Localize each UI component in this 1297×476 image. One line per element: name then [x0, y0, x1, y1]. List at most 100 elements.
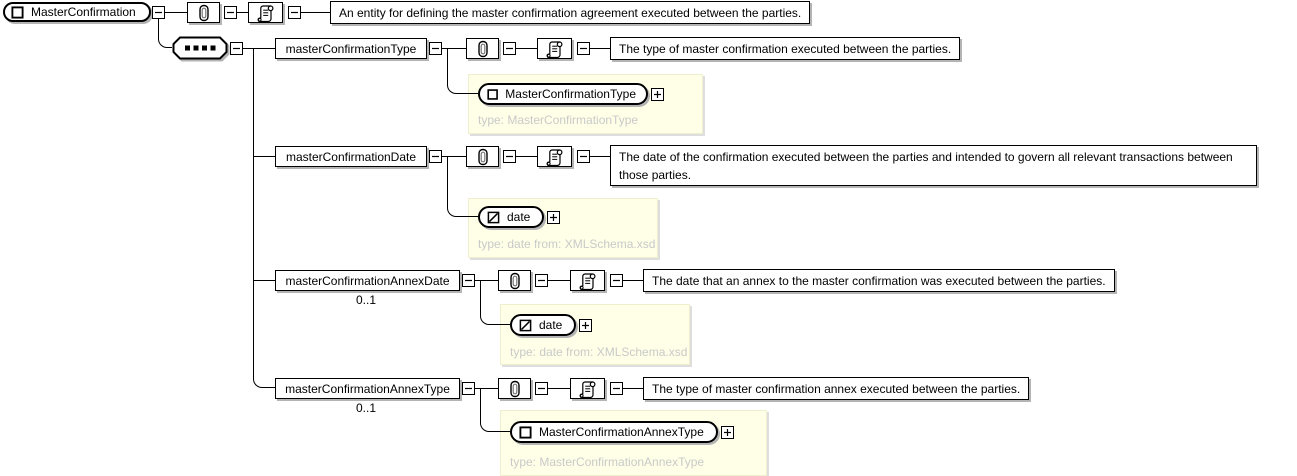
element-label: masterConfirmationDate	[285, 149, 417, 164]
annotation-icon-box	[537, 38, 572, 59]
connector-line	[165, 12, 187, 13]
collapse-button[interactable]	[462, 382, 475, 395]
connector-line	[590, 156, 610, 157]
expand-button[interactable]	[547, 211, 560, 224]
element-box-masterconfirmationannexdate[interactable]: masterConfirmationAnnexDate	[275, 270, 460, 291]
paperclip-icon	[196, 3, 212, 23]
connector-curve	[253, 370, 275, 388]
slashed-square-icon	[487, 211, 500, 224]
attributes-box	[466, 38, 499, 59]
annotation-text: The type of master confirmation executed…	[619, 41, 952, 56]
collapse-button[interactable]	[462, 274, 475, 287]
connector-line	[301, 12, 330, 13]
occurrence-label: 0..1	[356, 293, 377, 307]
annotation-text: An entity for defining the master confir…	[339, 5, 802, 20]
annotation-text: The date that an annex to the master con…	[652, 273, 1106, 288]
minus-icon	[578, 151, 589, 162]
minus-icon	[225, 7, 236, 18]
root-element-masterconfirmation[interactable]: MasterConfirmation	[3, 2, 151, 22]
collapse-attributes-button[interactable]	[535, 382, 548, 395]
root-element-label: MasterConfirmation	[31, 5, 136, 19]
type-caption: type: date from: XMLSchema.xsd	[510, 345, 688, 359]
plus-icon	[652, 89, 663, 100]
minus-icon	[578, 43, 589, 54]
minus-icon	[289, 7, 300, 18]
element-box-masterconfirmationtype[interactable]: masterConfirmationType	[275, 38, 427, 59]
minus-icon	[504, 151, 515, 162]
collapse-annotation-button[interactable]	[610, 274, 623, 287]
collapse-root-button[interactable]	[152, 6, 165, 19]
collapse-annotation-button[interactable]	[577, 42, 590, 55]
type-element-label: MasterConfirmationAnnexType	[539, 425, 704, 439]
connector-line	[623, 388, 643, 389]
element-box-masterconfirmationannextype[interactable]: masterConfirmationAnnexType	[275, 378, 460, 399]
collapse-attributes-button[interactable]	[224, 6, 237, 19]
type-element-label: date	[507, 210, 531, 224]
collapse-attributes-button[interactable]	[503, 42, 516, 55]
occurrence-label: 0..1	[356, 401, 377, 415]
collapse-attributes-button[interactable]	[503, 150, 516, 163]
type-element-date[interactable]: date	[510, 314, 576, 336]
connector-line	[623, 280, 643, 281]
scroll-icon	[545, 39, 565, 59]
collapse-sequence-button[interactable]	[230, 42, 243, 55]
collapse-button[interactable]	[429, 42, 442, 55]
type-caption: type: date from: XMLSchema.xsd	[478, 237, 656, 251]
connector-curve	[447, 48, 478, 94]
type-element-date[interactable]: date	[478, 206, 544, 228]
collapse-attributes-button[interactable]	[535, 274, 548, 287]
expand-button[interactable]	[651, 88, 664, 101]
minus-icon	[536, 383, 547, 394]
type-caption: type: MasterConfirmationAnnexType	[510, 455, 705, 469]
plus-icon	[548, 212, 559, 223]
connector-curve	[480, 388, 510, 432]
connector-curve	[447, 156, 478, 217]
plus-icon	[722, 427, 733, 438]
collapse-annotation-button[interactable]	[288, 6, 301, 19]
collapse-button[interactable]	[429, 150, 442, 163]
annotation-icon-box	[570, 270, 605, 291]
connector-line	[237, 12, 248, 13]
collapse-annotation-button[interactable]	[610, 382, 623, 395]
expand-button[interactable]	[721, 426, 734, 439]
connector-line	[253, 280, 275, 281]
type-caption: type: MasterConfirmationType	[478, 113, 639, 127]
type-element-label: MasterConfirmationType	[505, 87, 636, 101]
minus-icon	[153, 7, 164, 18]
annotation-text-box: The date of the confirmation executed be…	[610, 145, 1257, 186]
annotation-icon-box	[537, 146, 572, 167]
type-element-masterconfirmationannextype[interactable]: MasterConfirmationAnnexType	[510, 421, 718, 443]
connector-trunk	[253, 48, 254, 370]
scroll-icon	[545, 147, 565, 167]
scroll-icon	[578, 379, 598, 399]
collapse-annotation-button[interactable]	[577, 150, 590, 163]
paperclip-icon	[507, 271, 523, 291]
scroll-icon	[578, 271, 598, 291]
annotation-text: The type of master confirmation annex ex…	[652, 381, 1021, 396]
paperclip-icon	[507, 379, 523, 399]
scroll-icon	[256, 3, 276, 23]
minus-icon	[611, 383, 622, 394]
connector-line	[590, 48, 610, 49]
sequence-icon[interactable]	[172, 36, 228, 60]
square-icon	[11, 6, 24, 19]
paperclip-icon	[475, 147, 491, 167]
plus-icon	[580, 320, 591, 331]
minus-icon	[463, 383, 474, 394]
expand-button[interactable]	[579, 319, 592, 332]
attributes-box	[187, 2, 220, 23]
element-label: masterConfirmationAnnexDate	[285, 273, 450, 288]
paperclip-icon	[475, 39, 491, 59]
annotation-text-box: An entity for defining the master confir…	[330, 1, 811, 24]
connector-line	[516, 48, 537, 49]
square-icon	[487, 88, 498, 101]
minus-icon	[430, 43, 441, 54]
connector-curve	[480, 280, 510, 325]
minus-icon	[504, 43, 515, 54]
minus-icon	[463, 275, 474, 286]
connector-line	[253, 156, 275, 157]
connector-line	[243, 48, 275, 49]
element-box-masterconfirmationdate[interactable]: masterConfirmationDate	[275, 146, 427, 167]
type-element-masterconfirmationtype[interactable]: MasterConfirmationType	[478, 83, 648, 105]
